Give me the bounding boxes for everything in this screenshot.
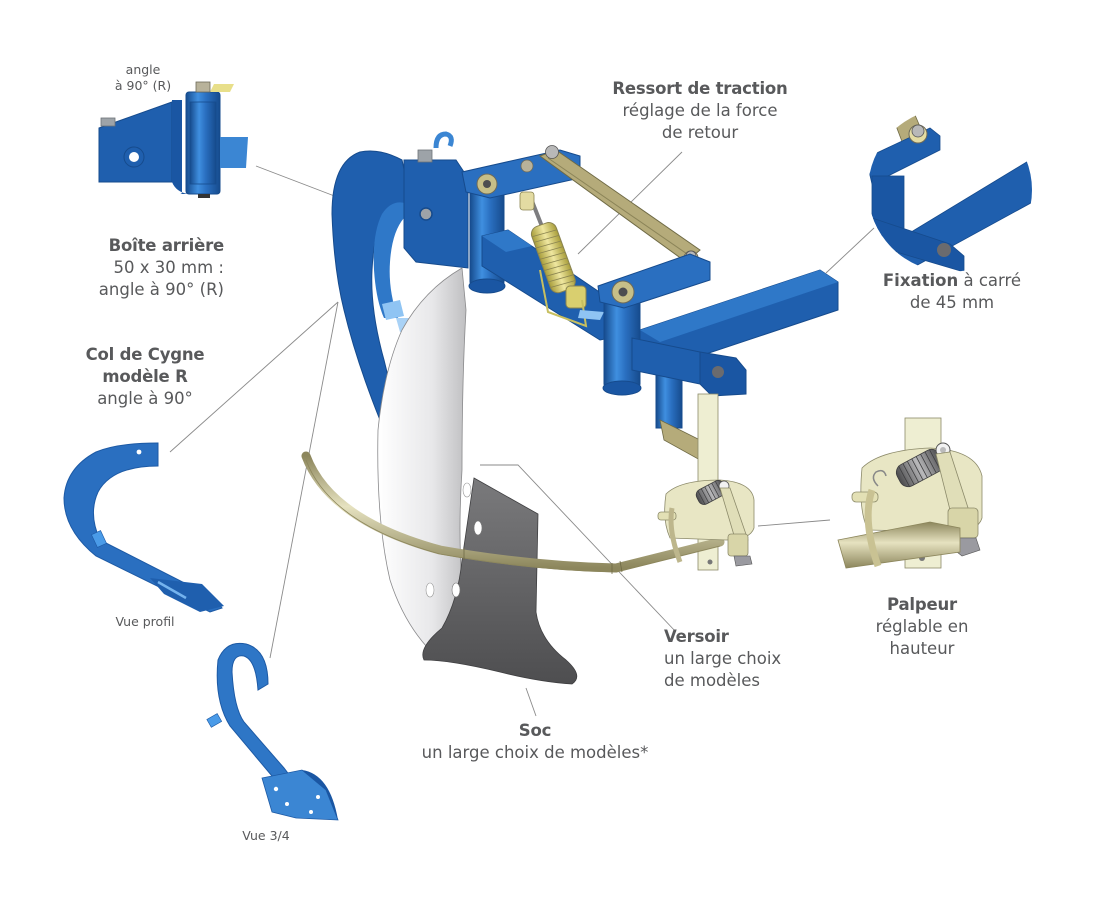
label-vue-3-4: Vue 3/4 <box>236 828 296 844</box>
label-col-de-cygne: Col de Cygne modèle R angle à 90° <box>60 344 230 410</box>
soc-line1: un large choix de modèles* <box>421 743 649 762</box>
fixation-title-rest: à carré <box>958 271 1022 290</box>
feeler-clamp <box>657 479 755 567</box>
label-fixation: Fixation à carré de 45 mm <box>862 270 1042 314</box>
vue-profil-shank <box>63 442 224 613</box>
fixation-line0: Fixation à carré <box>862 270 1042 292</box>
angle-detail-line2: à 90° (R) <box>114 78 172 93</box>
leader-lines <box>169 151 875 717</box>
share <box>422 477 578 685</box>
col-de-cygne-title-line2: modèle R <box>102 367 188 386</box>
angle-detail-line1: angle <box>125 62 161 77</box>
ressort-line2: de retour <box>661 123 739 142</box>
label-vue-profil: Vue profil <box>100 614 190 630</box>
traction-spring <box>530 222 576 294</box>
label-versoir: Versoir un large choix de modèles <box>664 626 814 692</box>
moldboard <box>377 267 469 661</box>
link-bar <box>538 149 701 263</box>
main-assembly <box>301 108 1032 685</box>
fixation-line1: de 45 mm <box>909 293 995 312</box>
label-angle-detail: angle à 90° (R) <box>108 62 178 94</box>
label-ressort: Ressort de traction réglage de la force … <box>590 78 810 144</box>
versoir-line2: de modèles <box>664 671 760 690</box>
label-soc: Soc un large choix de modèles* <box>390 720 680 764</box>
vue-3-4-text: Vue 3/4 <box>242 828 290 843</box>
label-palpeur: Palpeur réglable en hauteur <box>852 594 992 660</box>
soc-title: Soc <box>518 721 552 740</box>
versoir-line1: un large choix <box>664 649 782 668</box>
feeler-rod <box>301 451 725 573</box>
ressort-line1: réglage de la force <box>622 101 778 120</box>
leader-col-de-cygne-b <box>269 301 339 659</box>
leader-soc <box>525 687 537 717</box>
fixation-title: Fixation <box>882 271 959 290</box>
boite-arriere-line2: angle à 90° (R) <box>98 280 224 299</box>
palpeur-detail-rod <box>837 521 961 569</box>
boite-arriere-line1: 50 x 30 mm : <box>113 258 224 277</box>
palpeur-line2: hauteur <box>889 639 955 658</box>
label-boite-arriere: Boîte arrière 50 x 30 mm : angle à 90° (… <box>60 235 224 301</box>
boite-arriere-detail <box>98 81 248 198</box>
col-de-cygne-title-line1: Col de Cygne <box>85 345 205 364</box>
vue-3-4-shank <box>206 642 339 821</box>
leader-versoir <box>480 464 677 633</box>
palpeur-title: Palpeur <box>887 595 957 614</box>
vue-profil-text: Vue profil <box>115 614 175 629</box>
palpeur-line1: réglable en <box>875 617 969 636</box>
versoir-title: Versoir <box>664 627 729 646</box>
boite-arriere-title: Boîte arrière <box>108 236 225 255</box>
ressort-title: Ressort de traction <box>612 79 788 98</box>
leader-palpeur <box>757 519 831 527</box>
palpeur-detail <box>837 417 983 569</box>
col-de-cygne-line1: angle à 90° <box>97 389 193 408</box>
fixation-detail <box>868 108 1032 272</box>
leader-col-de-cygne-a <box>169 301 339 453</box>
leader-fixation <box>825 227 875 274</box>
